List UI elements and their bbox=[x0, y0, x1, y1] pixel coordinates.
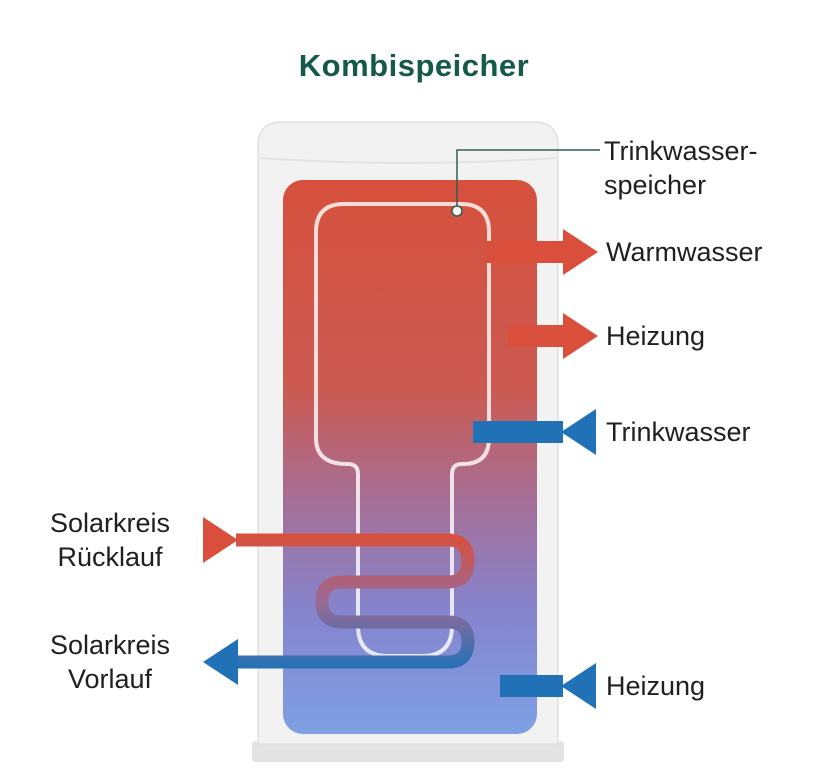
solar-ruecklauf-label-line2: Rücklauf bbox=[57, 542, 163, 572]
heizung-bottom-label: Heizung bbox=[606, 671, 706, 701]
heating-coil bbox=[236, 533, 475, 669]
tank-gradient bbox=[283, 180, 537, 734]
solar-ruecklauf-arrow bbox=[203, 517, 238, 563]
solar-vorlauf-label: Solarkreis Vorlauf bbox=[30, 628, 190, 696]
warmwasser-label: Warmwasser bbox=[606, 237, 763, 267]
solar-ruecklauf-label-line1: Solarkreis bbox=[49, 508, 171, 538]
solar-vorlauf-arrow bbox=[203, 639, 238, 685]
heizung-top-label: Heizung bbox=[606, 321, 706, 351]
trinkwasserspeicher-label: Trinkwasser- speicher bbox=[604, 134, 758, 202]
trinkwasserspeicher-label-line1: Trinkwasser- bbox=[604, 136, 758, 166]
pointer-dot bbox=[451, 205, 463, 217]
tank-lid-seam bbox=[259, 157, 557, 164]
pointer-line bbox=[456, 149, 600, 206]
heizung-top-arrow bbox=[508, 313, 598, 359]
trinkwasserspeicher-label-line2: speicher bbox=[604, 170, 707, 200]
trinkwasser-arrow bbox=[473, 409, 596, 455]
tank-base bbox=[252, 741, 564, 762]
solar-vorlauf-label-line2: Vorlauf bbox=[67, 664, 153, 694]
heizung-bottom-arrow bbox=[500, 663, 596, 709]
diagram-title: Kombispeicher bbox=[298, 48, 530, 83]
trinkwasser-label: Trinkwasser bbox=[606, 417, 751, 447]
warmwasser-arrow bbox=[487, 229, 598, 275]
solar-vorlauf-label-line1: Solarkreis bbox=[49, 630, 171, 660]
solar-ruecklauf-label: Solarkreis Rücklauf bbox=[30, 506, 190, 574]
